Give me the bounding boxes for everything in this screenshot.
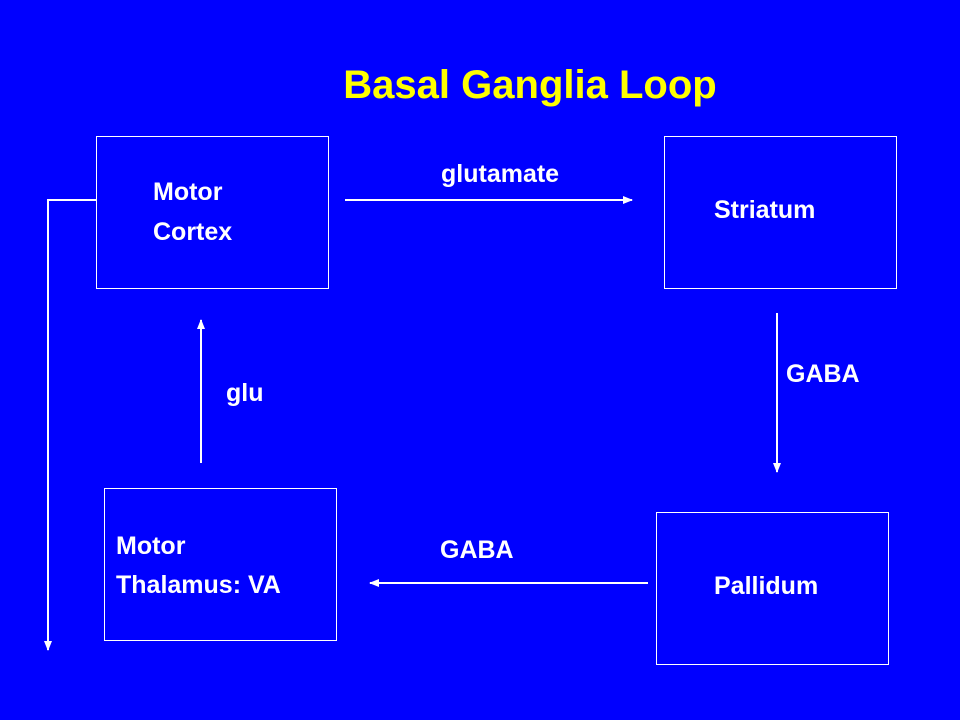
pallidum-box [656, 512, 889, 665]
motor-thalamus-box [104, 488, 337, 641]
arrow-cortex-output [44, 199, 96, 651]
motor-cortex-box [96, 136, 329, 289]
motor-cortex-label-line2: Cortex [153, 218, 233, 246]
striatum-label: Striatum [714, 196, 816, 224]
edge-label-gaba-striatum-pallidum: GABA [786, 360, 860, 388]
edge-label-glu: glu [226, 379, 264, 407]
slide-title: Basal Ganglia Loop [343, 63, 717, 107]
striatum-box [664, 136, 897, 289]
motor-thalamus-label-line1: Motor [116, 532, 186, 560]
edge-label-glutamate: glutamate [441, 160, 560, 188]
pallidum-label: Pallidum [714, 572, 819, 600]
edge-label-gaba-pallidum-thalamus: GABA [440, 536, 514, 564]
motor-cortex-label-line1: Motor [153, 178, 223, 206]
motor-thalamus-label-line2: Thalamus: VA [116, 571, 281, 599]
